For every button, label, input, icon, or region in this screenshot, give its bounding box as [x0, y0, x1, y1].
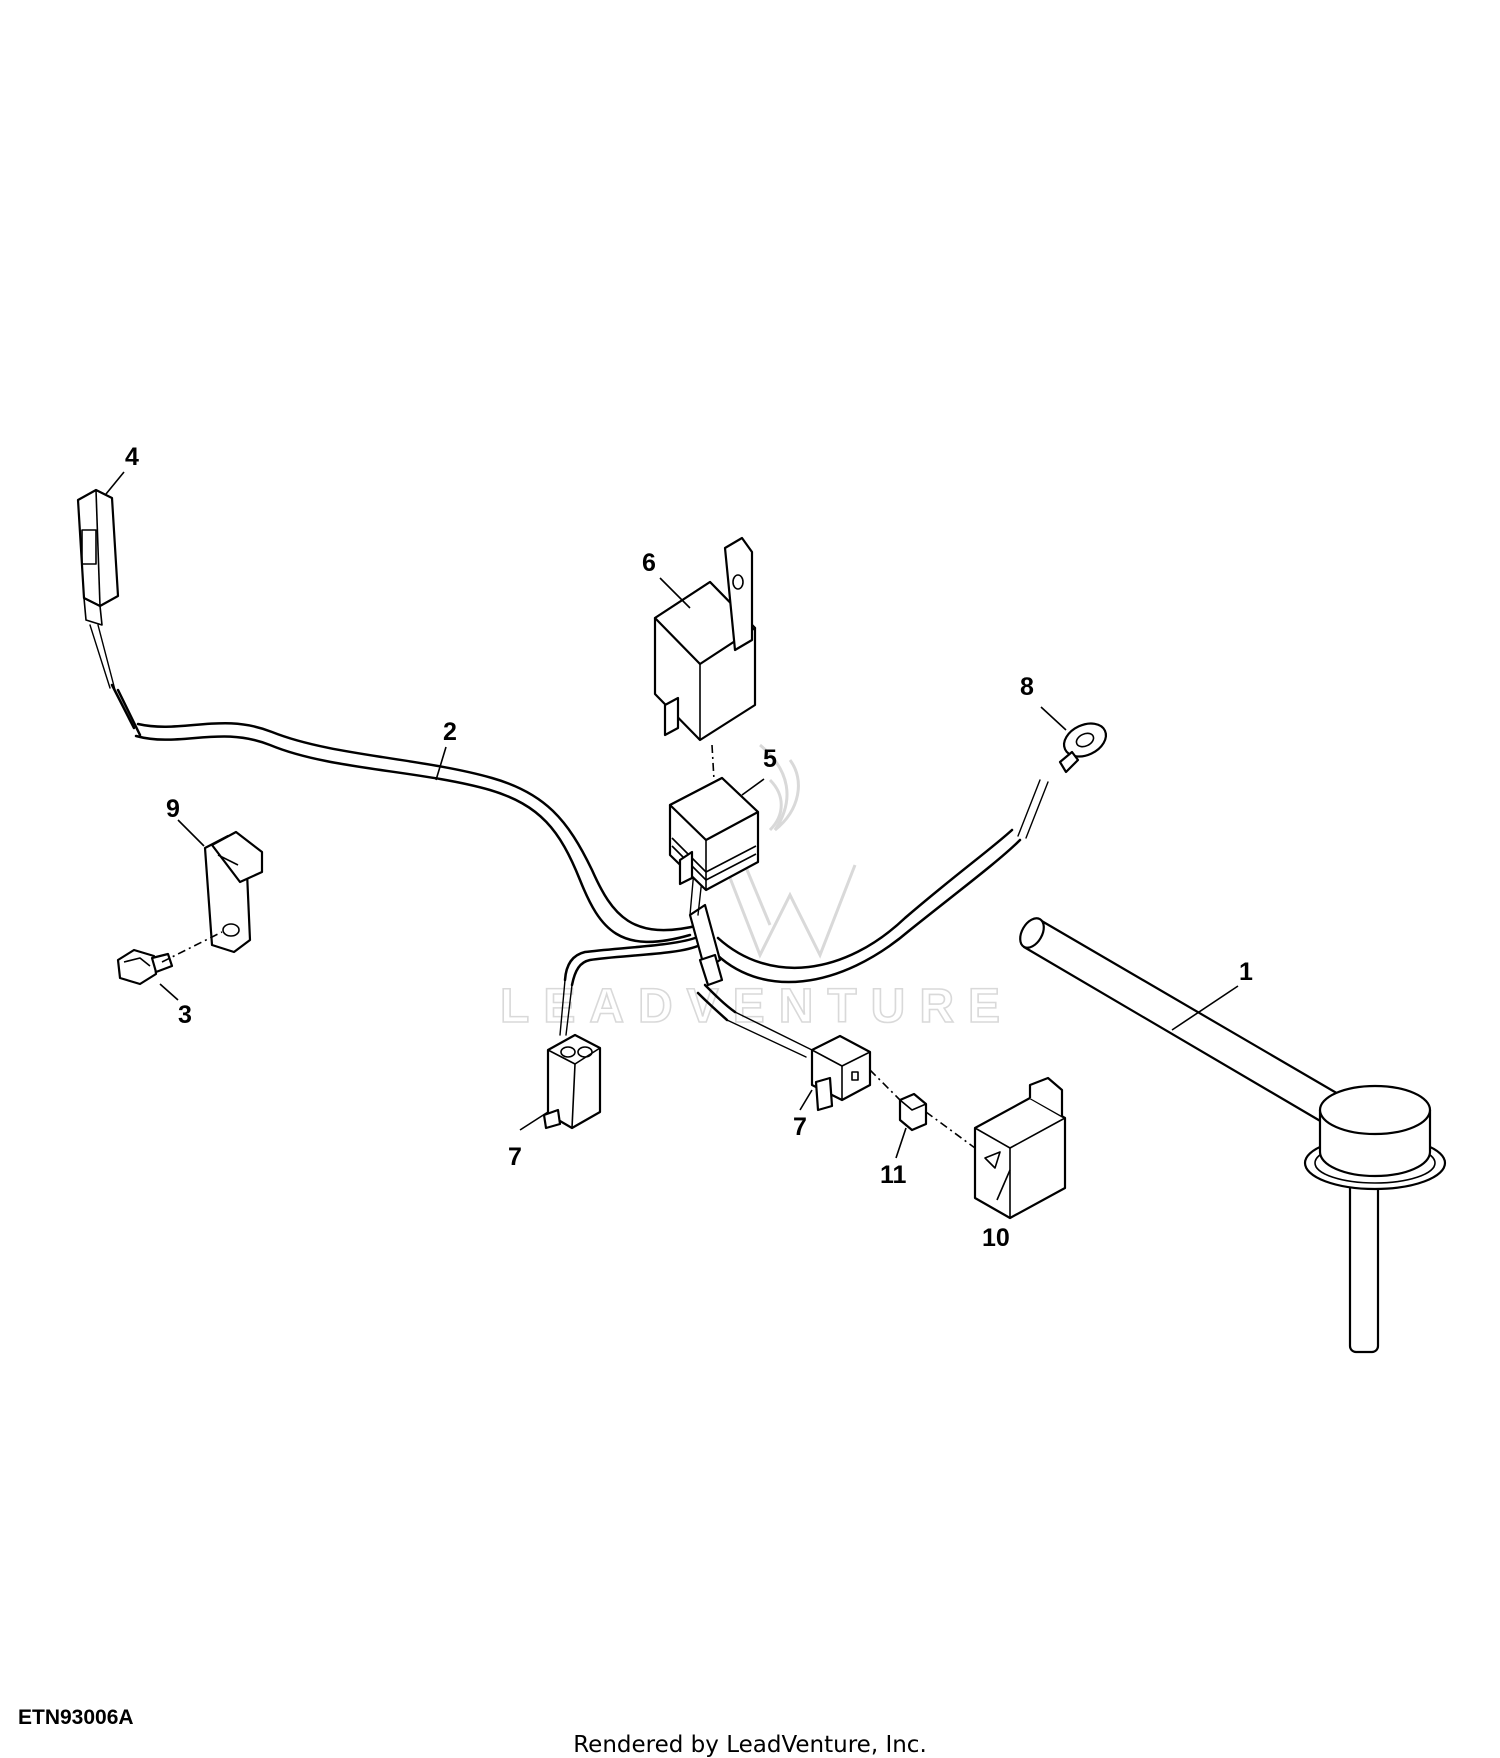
part-7-connector-left: [542, 1033, 602, 1130]
part-5-relay-socket: [668, 776, 760, 892]
callout-9: 9: [166, 795, 180, 823]
watermark: LEADVENTURE: [499, 743, 1014, 1034]
part-4-connector: [76, 488, 120, 626]
figure-code: ETN93006A: [18, 1706, 134, 1729]
callout-2: 2: [443, 718, 457, 746]
callout-3: 3: [178, 1001, 192, 1029]
callout-7-left: 7: [508, 1143, 522, 1171]
callout-labels: 1 2 3 4 5 6 7 7 8 9 10 11: [125, 443, 1253, 1252]
callout-8: 8: [1020, 673, 1034, 701]
part-2-wiring-harness: [110, 683, 1022, 1022]
part-9-clamp: [203, 830, 264, 954]
part-11-fuse: [898, 1092, 928, 1132]
callout-4: 4: [125, 443, 139, 471]
callout-5: 5: [763, 745, 777, 773]
part-10-fuse-holder: [973, 1076, 1067, 1220]
leader-lines: [105, 471, 1239, 1201]
render-credit: Rendered by LeadVenture, Inc.: [573, 1732, 927, 1758]
part-6-relay: [653, 536, 757, 742]
part-7-connector-right: [810, 1034, 872, 1112]
watermark-text: LEADVENTURE: [500, 980, 1014, 1033]
part-1-sender: [1019, 917, 1447, 1354]
callout-7-right: 7: [793, 1113, 807, 1141]
watermark-logo-icon: [723, 743, 857, 959]
callout-11: 11: [880, 1161, 907, 1189]
part-3-cap-screw: [116, 948, 174, 986]
part-8-ring-terminal: [1058, 722, 1108, 774]
callout-6: 6: [642, 549, 656, 577]
callout-10: 10: [982, 1224, 1010, 1252]
callout-1: 1: [1239, 958, 1253, 986]
assembly-lines: [161, 744, 976, 1149]
